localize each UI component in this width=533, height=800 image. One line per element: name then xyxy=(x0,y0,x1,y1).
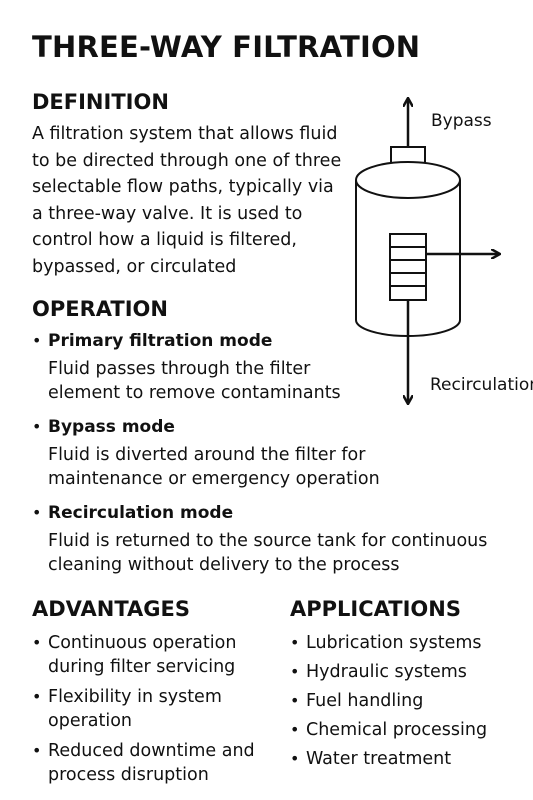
definition-line: selectable flow paths, typically via xyxy=(32,177,334,197)
advantages-heading: ADVANTAGES xyxy=(32,597,190,621)
bypass-label: Bypass xyxy=(431,111,492,131)
outlet-fitting xyxy=(390,146,426,164)
advantage-line: during filter servicing xyxy=(48,657,236,677)
operation-list: Primary filtration mode Fluid passes thr… xyxy=(32,328,487,586)
definition-text: A filtration system that allows fluid to… xyxy=(32,121,341,280)
list-item: Reduced downtime and process disruption xyxy=(32,739,255,787)
operation-mode-title: Primary filtration mode xyxy=(48,331,273,351)
list-item: Fuel handling xyxy=(290,689,487,713)
filter-element xyxy=(389,233,427,301)
advantage-line: Flexibility in system xyxy=(48,687,222,707)
definition-line: A filtration system that allows fluid xyxy=(32,124,338,144)
list-item: Water treatment xyxy=(290,747,487,771)
operation-mode-title: Recirculation mode xyxy=(48,503,234,523)
definition-line: to be directed through one of three xyxy=(32,150,342,171)
definition-heading: DEFINITION xyxy=(32,90,169,114)
definition-line: a three-way valve. It is used to xyxy=(32,203,303,224)
filter-housing-top xyxy=(355,161,461,199)
list-item: Recirculation mode Fluid is returned to … xyxy=(32,500,487,577)
applications-list: Lubrication systems Hydraulic systems Fu… xyxy=(290,631,487,776)
advantage-line: operation xyxy=(48,711,133,731)
operation-mode-desc: cleaning without delivery to the process xyxy=(48,555,400,575)
operation-mode-desc: element to remove contaminants xyxy=(48,383,341,403)
advantage-line: process disruption xyxy=(48,765,209,785)
definition-line: bypassed, or circulated xyxy=(32,256,237,277)
list-item: Bypass mode Fluid is diverted around the… xyxy=(32,414,487,491)
list-item: Flexibility in system operation xyxy=(32,685,255,733)
operation-mode-desc: Fluid is diverted around the filter for xyxy=(48,445,366,465)
advantage-line: Continuous operation xyxy=(48,633,237,653)
applications-heading: APPLICATIONS xyxy=(290,597,461,621)
list-item: Continuous operation during filter servic… xyxy=(32,631,255,679)
advantage-line: Reduced downtime and xyxy=(48,741,255,761)
page-title: THREE-WAY FILTRATION xyxy=(32,30,421,64)
list-item: Primary filtration mode Fluid passes thr… xyxy=(32,328,487,405)
operation-mode-desc: Fluid is returned to the source tank for… xyxy=(48,531,488,551)
list-item: Chemical processing xyxy=(290,718,487,742)
list-item: Hydraulic systems xyxy=(290,660,487,684)
operation-mode-title: Bypass mode xyxy=(48,417,175,437)
operation-mode-desc: Fluid passes through the filter xyxy=(48,359,311,379)
operation-mode-desc: maintenance or emergency operation xyxy=(48,469,380,489)
list-item: Lubrication systems xyxy=(290,631,487,655)
definition-line: control how a liquid is filtered, xyxy=(32,230,297,250)
advantages-list: Continuous operation during filter servic… xyxy=(32,631,255,793)
operation-heading: OPERATION xyxy=(32,297,168,321)
